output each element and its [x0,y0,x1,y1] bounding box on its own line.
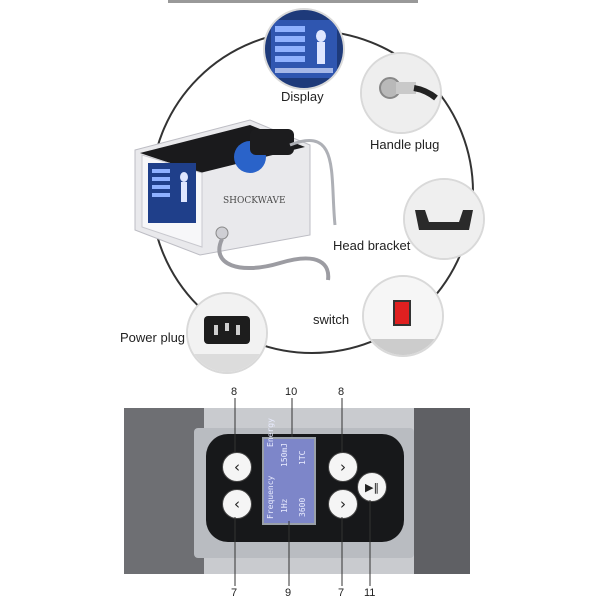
chevron-right-icon: › [340,458,346,476]
switch-label: switch [313,312,350,327]
head-bracket-inset [403,178,485,260]
head-bracket-label: Head bracket [333,238,411,253]
shockwave-device [134,119,337,281]
callout-top-right: 8 [338,386,345,398]
callout-bottom-middle: 9 [285,587,292,599]
callout-top-middle: 10 [285,386,298,398]
right-up-button[interactable]: › [328,452,358,482]
chevron-left-icon: ‹ [234,458,240,476]
chevron-right-icon: › [340,495,346,513]
left-up-button[interactable]: ‹ [222,452,252,482]
display-inset [263,8,345,90]
display-label: Display [281,89,324,104]
right-down-button[interactable]: › [328,489,358,519]
callout-bottom-far-right: 11 [364,587,376,599]
top-divider [168,0,418,3]
callout-top-left: 8 [231,386,238,398]
device-brand: SHOCKWAVE [223,196,286,206]
lcd-screen: Energy 150mJ 1TC Frequency 1Hz 3600 [262,418,316,525]
callout-bottom-left: 7 [231,587,238,599]
chevron-left-icon: ‹ [234,495,240,513]
handle-plug-inset [360,52,442,134]
switch-inset [362,275,444,357]
power-plug-label: Power plug [120,330,186,345]
play-pause-button[interactable]: ▶‖ [357,472,387,502]
left-down-button[interactable]: ‹ [222,489,252,519]
play-pause-icon: ▶‖ [365,480,379,494]
handle-plug-label: Handle plug [370,137,440,152]
callout-bottom-right: 7 [338,587,345,599]
power-plug-inset [186,292,268,374]
